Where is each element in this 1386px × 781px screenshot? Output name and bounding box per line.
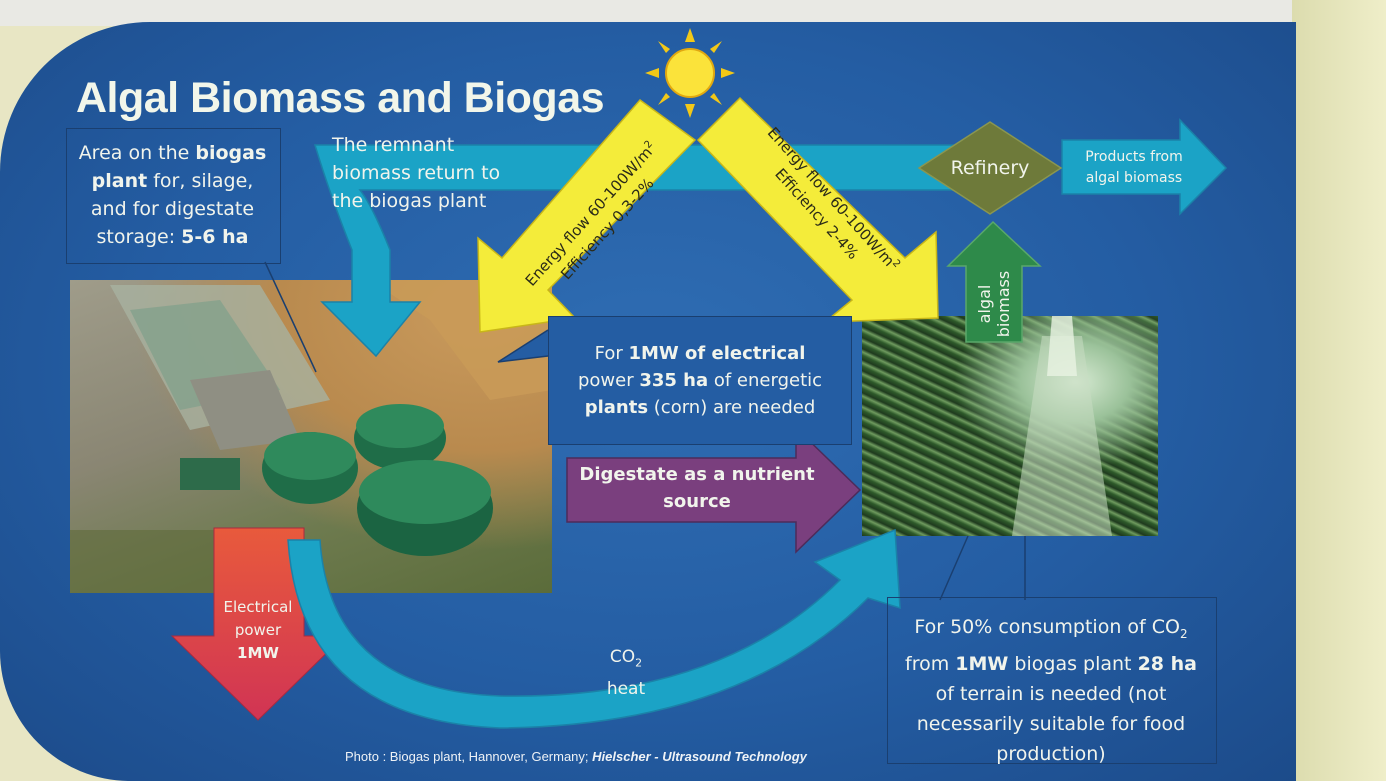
algal-biomass-line2: biomass xyxy=(994,270,1013,338)
mw-note-text: For 1MW of electrical power 335 ha of en… xyxy=(552,340,848,421)
area-note-bold-biogas: biogas xyxy=(195,142,267,164)
mw-note-bold3: plants xyxy=(584,397,649,418)
wall-background-top xyxy=(0,0,1300,26)
refinery-diamond xyxy=(917,121,1063,215)
co2-callout-line-2 xyxy=(939,535,969,601)
area-note-line1: Area on the xyxy=(78,142,196,164)
algal-biomass-line1: algal xyxy=(975,284,994,324)
energy-flow-right-arrow xyxy=(696,96,939,323)
area-note-box xyxy=(66,128,281,264)
co2-note-line3: of terrain is needed (not xyxy=(935,682,1167,705)
remnant-note-text: The remnant biomass return to the biogas… xyxy=(332,131,500,215)
co2-note-box xyxy=(887,597,1217,764)
mw-note-bold1: 1MW of electrical xyxy=(628,343,806,364)
mw-note-post2: of energetic xyxy=(708,370,823,391)
co2-note-text: For 50% consumption of CO2 from 1MW biog… xyxy=(887,612,1215,769)
refinery-label: Refinery xyxy=(950,157,1030,179)
co2-note-sub: 2 xyxy=(1180,626,1188,641)
poster-title: Algal Biomass and Biogas xyxy=(76,74,605,122)
area-note-line4: storage: xyxy=(96,226,182,248)
co2-sub: 2 xyxy=(635,656,643,670)
area-note-line3: and for digestate xyxy=(90,198,255,220)
algae-photobioreactor-photo xyxy=(862,316,1158,536)
co2-note-pre2: from xyxy=(905,652,956,675)
mw-note-post3: (corn) are needed xyxy=(648,397,816,418)
algal-biomass-label: algal biomass xyxy=(975,254,1013,354)
products-line2: algal biomass xyxy=(1085,170,1183,186)
electrical-line3: 1MW xyxy=(237,644,279,662)
wall-background-right xyxy=(1292,0,1386,781)
remnant-line2: biomass return to xyxy=(332,162,501,184)
area-note-text: Area on the biogas plant for, silage, an… xyxy=(66,139,279,251)
electrical-power-label: Electrical power 1MW xyxy=(204,596,312,665)
area-note-line2: for, silage, xyxy=(147,170,254,192)
products-arrow xyxy=(1061,118,1228,216)
mw-callout-line xyxy=(497,329,549,363)
heat-label: heat xyxy=(606,679,646,700)
energy-flow-left-arrow xyxy=(477,98,697,333)
caption-credit: Hielscher - Ultrasound Technology xyxy=(592,749,807,764)
area-note-bold-area: 5-6 ha xyxy=(181,226,249,248)
products-line1: Products from xyxy=(1085,149,1183,165)
remnant-line3: the biogas plant xyxy=(332,190,487,212)
electrical-line1: Electrical xyxy=(223,598,293,616)
sun-icon xyxy=(645,28,735,118)
co2-note-bold1: 1MW xyxy=(955,652,1009,675)
algal-biomass-arrow xyxy=(946,220,1042,343)
co2-label: CO xyxy=(609,647,636,667)
co2-note-bold2: 28 ha xyxy=(1137,652,1197,675)
mw-note-pre1: For xyxy=(594,343,629,364)
digestate-label: Digestate as a nutrient source xyxy=(572,461,822,515)
caption-plain: Photo : Biogas plant, Hannover, Germany; xyxy=(345,749,593,764)
co2-note-mid2: biogas plant xyxy=(1008,652,1138,675)
mw-note-pre2: power xyxy=(577,370,640,391)
digestate-line1: Digestate as a nutrient xyxy=(579,464,815,485)
area-note-bold-plant: plant xyxy=(91,170,148,192)
co2-note-line4: necessarily suitable for food xyxy=(916,712,1186,735)
area-callout-line xyxy=(264,261,317,373)
mw-note-bold2: 335 ha xyxy=(639,370,709,391)
mw-note-box xyxy=(548,316,852,445)
co2-note-line1: For 50% consumption of CO xyxy=(914,616,1180,638)
co2-heat-arrow xyxy=(287,528,901,729)
remnant-line1: The remnant xyxy=(332,134,455,156)
co2-note-line5: production) xyxy=(996,742,1106,765)
digestate-arrow xyxy=(566,426,862,554)
photo-caption: Photo : Biogas plant, Hannover, Germany;… xyxy=(345,749,807,764)
digestate-line2: source xyxy=(663,491,731,512)
co2-heat-label: CO2 heat xyxy=(586,644,666,702)
electrical-line2: power xyxy=(234,621,282,639)
products-label: Products from algal biomass xyxy=(1068,147,1200,189)
photobioreactor-drawing xyxy=(1012,316,1112,536)
